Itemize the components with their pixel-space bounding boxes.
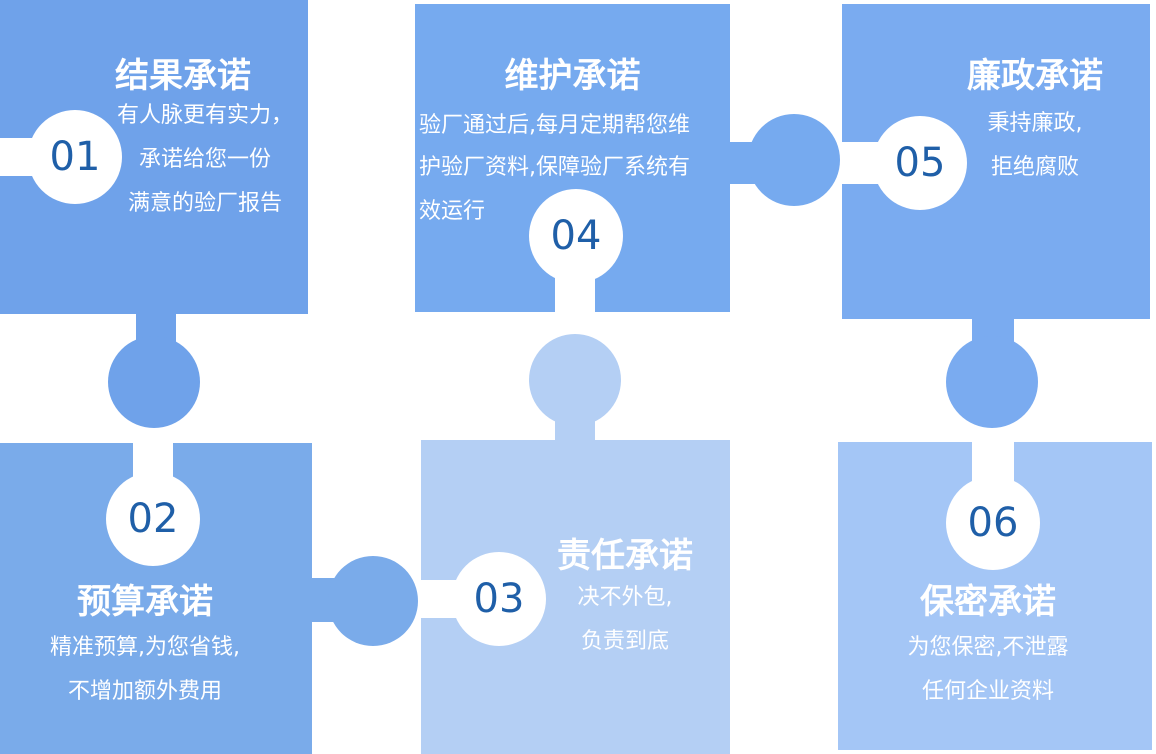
- card-desc-01-line3: 满意的验厂报告: [127, 191, 282, 216]
- card-desc-01-line1: 有人脉更有实力，: [116, 103, 293, 128]
- connector-knob-04-05: [748, 114, 840, 206]
- card-desc-03-line2: 负责到底: [580, 629, 669, 654]
- card-desc-02-line1: 精准预算,为您省钱,: [50, 635, 240, 660]
- card-desc-05-line2: 拒绝腐败: [990, 155, 1079, 180]
- card-desc-02-line2: 不增加额外费用: [67, 679, 222, 704]
- connector-knob-02-03: [328, 556, 418, 646]
- number-badge-04: 04: [529, 189, 623, 283]
- card-desc-04-line3: 效运行: [419, 199, 486, 224]
- card-title-03: 责任承诺: [557, 536, 693, 576]
- number-badge-06: 06: [946, 476, 1040, 570]
- number-badge-02: 02: [106, 472, 200, 566]
- connector-knob-03-04: [529, 334, 621, 426]
- connector-knob-01-02: [108, 336, 200, 428]
- card-desc-04-line2: 护验厂资料,保障验厂系统有: [419, 155, 690, 180]
- card-title-01: 结果承诺: [115, 56, 251, 96]
- number-badge-01: 01: [28, 110, 122, 204]
- card-desc-06-line2: 任何企业资料: [921, 679, 1054, 704]
- card-desc-01-line2: 承诺给您一份: [138, 147, 271, 172]
- card-desc-03-line1: 决不外包,: [577, 585, 673, 610]
- number-badge-05: 05: [873, 116, 967, 210]
- card-title-02: 预算承诺: [77, 582, 213, 622]
- number-badge-03: 03: [452, 552, 546, 646]
- card-desc-05-line1: 秉持廉政,: [987, 111, 1083, 136]
- card-title-04: 维护承诺: [504, 56, 641, 96]
- connector-knob-05-06: [946, 336, 1038, 428]
- card-title-05: 廉政承诺: [967, 56, 1103, 96]
- card-desc-04-line1: 验厂通过后,每月定期帮您维: [419, 113, 690, 138]
- card-title-06: 保密承诺: [920, 582, 1056, 622]
- card-desc-06-line1: 为您保密,不泄露: [907, 635, 1069, 660]
